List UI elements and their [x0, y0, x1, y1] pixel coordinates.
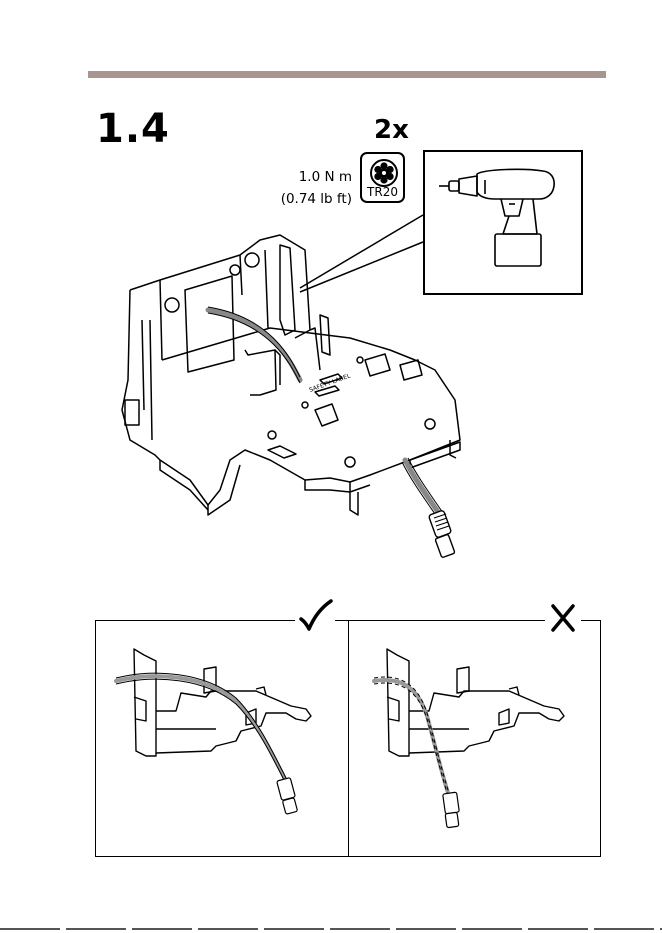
correct-routing-drawing [96, 621, 347, 855]
mounting-bracket-drawing: SAFETY LABEL [100, 210, 480, 580]
footer-rule [0, 928, 662, 930]
incorrect-routing-drawing [349, 621, 599, 855]
incorrect-routing-panel [348, 620, 601, 857]
incorrect-mark [545, 600, 581, 636]
correct-mark [295, 597, 335, 635]
check-icon [295, 597, 335, 635]
correct-routing-panel [95, 620, 349, 857]
embossed-label-text: SAFETY LABEL [308, 372, 352, 394]
cross-icon [545, 600, 581, 636]
